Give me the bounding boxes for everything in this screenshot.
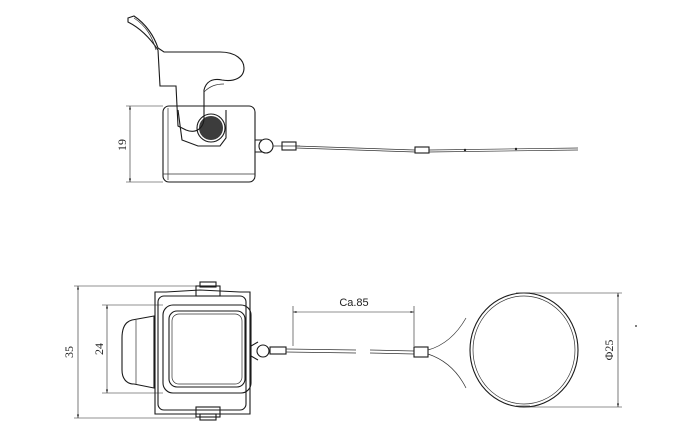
dim-label-cable: Ca.85 <box>339 297 368 309</box>
ring-loop <box>469 292 579 408</box>
clip-frame <box>154 289 251 415</box>
pivot-pin <box>196 113 226 143</box>
cap-body <box>162 105 256 183</box>
side-view <box>127 15 579 183</box>
dimension-ring-diameter: Φ25 <box>524 292 622 408</box>
dimension-35: 35 <box>62 285 196 419</box>
dimension-19: 19 <box>115 105 163 183</box>
dim-label-diameter: Φ25 <box>602 340 616 361</box>
latch-handle <box>127 15 245 132</box>
cap-square <box>162 304 252 394</box>
dimension-24: 24 <box>92 304 163 394</box>
front-view <box>121 281 637 421</box>
dimension-cable-length: Ca.85 <box>292 297 415 346</box>
dim-label-35: 35 <box>62 346 76 358</box>
dim-label-24: 24 <box>92 343 106 355</box>
dim-label-19: 19 <box>115 139 129 151</box>
